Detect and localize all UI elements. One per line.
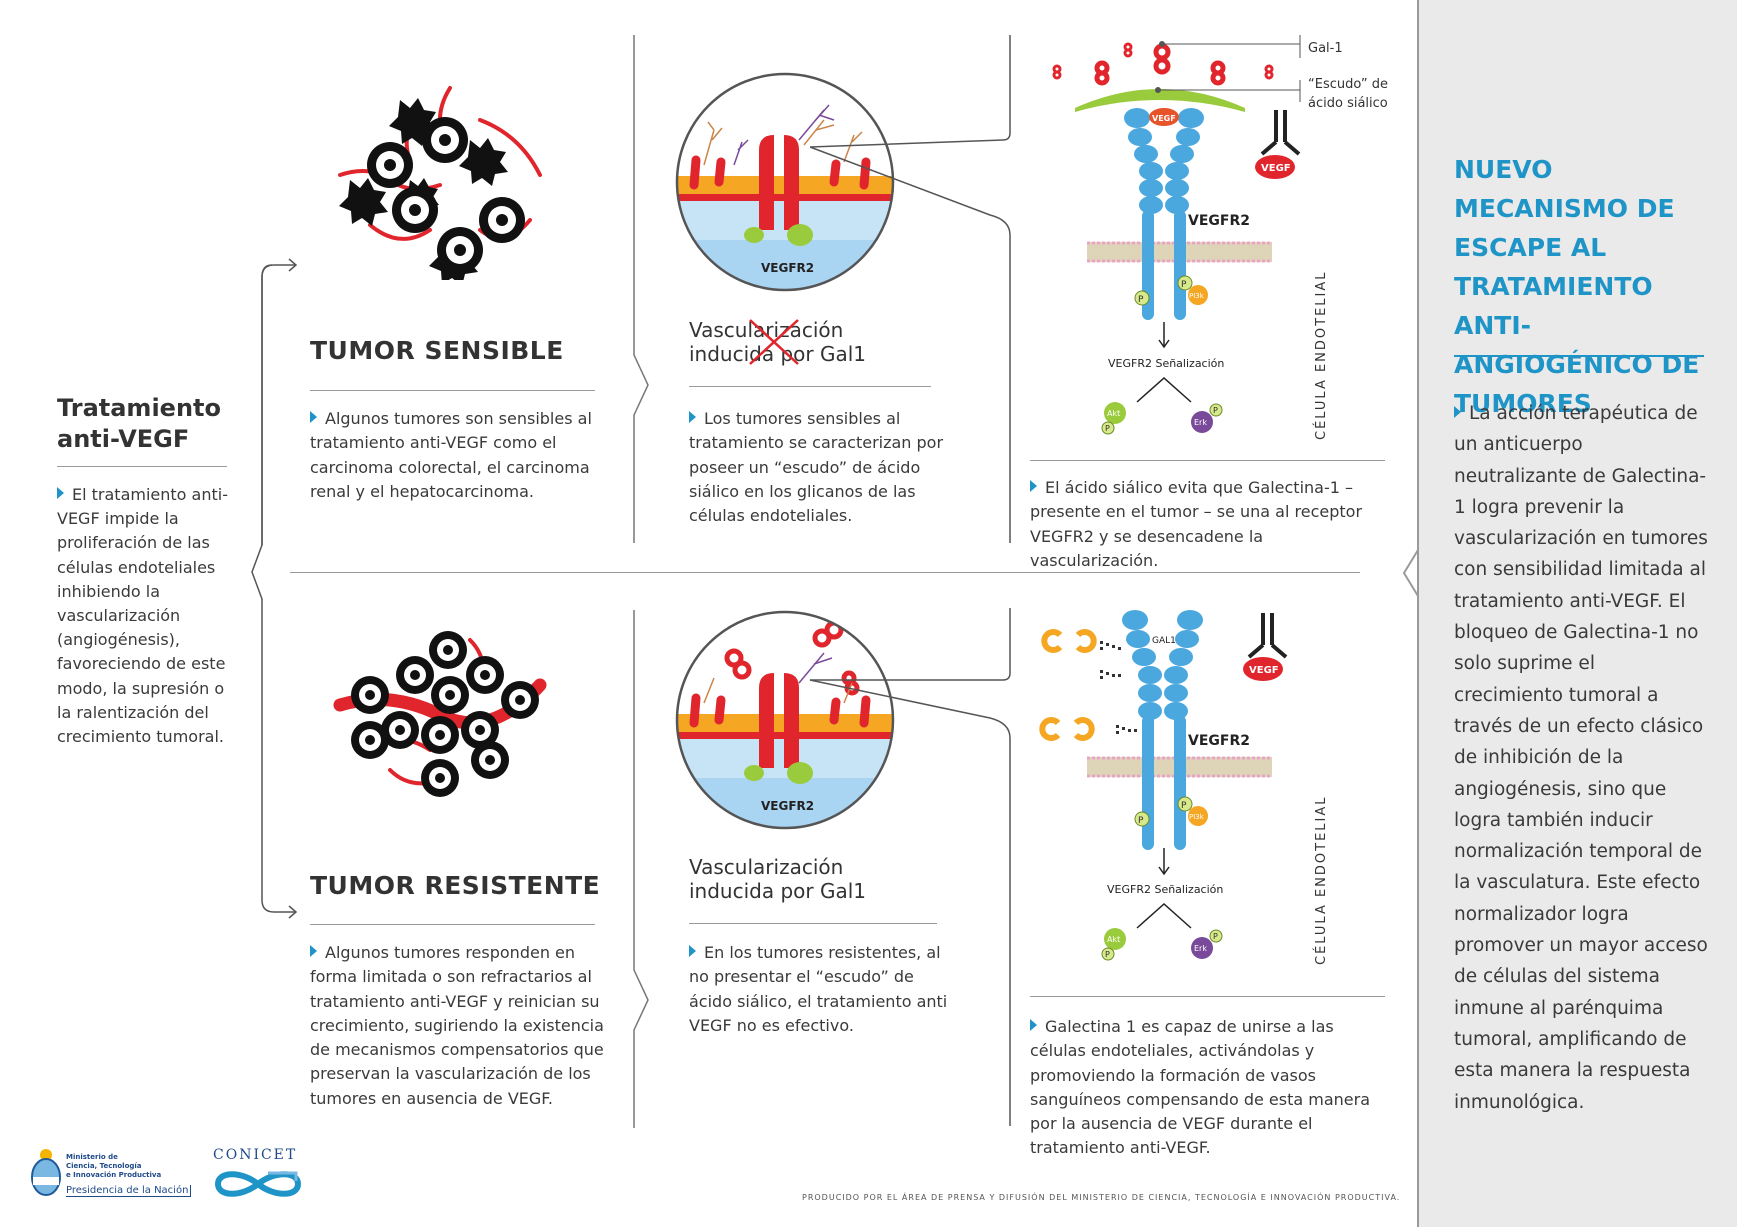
membrane-circle-top: VEGFR2 <box>675 72 895 292</box>
tumor-resistente-text: Algunos tumores responden en forma limit… <box>310 943 604 1108</box>
receptor-bottom-divider <box>1030 996 1385 997</box>
tumor-resistente-title: TUMOR RESISTENTE <box>310 871 601 900</box>
vegfr2-label-bottom: VEGFR2 <box>761 799 814 813</box>
svg-text:PI3k: PI3k <box>1189 813 1205 821</box>
bullet-arrow-icon <box>1454 406 1461 418</box>
vasc-bottom-title: Vascularización inducida por Gal1 <box>689 855 867 903</box>
vegfr2-label: VEGFR2 <box>761 261 814 275</box>
escudo-label-2: ácido siálico <box>1308 96 1388 111</box>
phospho-p-1: P <box>1138 295 1144 305</box>
sidebar-text: La acción terapéutica de un anticuerpo n… <box>1454 398 1709 1118</box>
svg-text:P: P <box>1105 950 1110 959</box>
vasc-bottom-text: En los tumores resistentes, al no presen… <box>689 943 948 1035</box>
bullet-arrow-icon <box>310 945 317 957</box>
argentina-shield-logo <box>31 1149 61 1196</box>
bullet-arrow-icon <box>689 411 696 423</box>
ministerio-logo-text: Ministerio de Ciencia, Tecnología e Inno… <box>66 1153 162 1179</box>
section-divider <box>290 572 1360 573</box>
signal-label: VEGFR2 Señalización <box>1108 357 1224 370</box>
sidebar-panel <box>1417 0 1737 1227</box>
vasc-top-divider <box>689 386 931 387</box>
antibody-bottom-icon <box>1247 613 1288 659</box>
svg-text:Erk: Erk <box>1194 944 1207 953</box>
vasc-top-title: Vascularización inducida por Gal1 <box>689 318 867 366</box>
sidebar-title: NUEVO MECANISMO DE ESCAPE AL TRATAMIENTO… <box>1454 155 1700 418</box>
tumor-sensible-text: Algunos tumores son sensibles al tratami… <box>310 409 592 501</box>
presidencia-label: Presidencia de la Nación <box>66 1185 192 1197</box>
sidebar-paragraph: La acción terapéutica de un anticuerpo n… <box>1454 403 1708 1113</box>
svg-text:P: P <box>1138 816 1144 826</box>
phospho-p-2: P <box>1181 280 1187 290</box>
cell-bottom-label: CÉLULA ENDOTELIAL <box>1313 795 1329 965</box>
receptor-diagram-top: Gal-1 “Escudo” de ácido siálico VEGF VEG… <box>1052 35 1388 440</box>
bullet-arrow-icon <box>57 487 64 499</box>
vegf-label: VEGF <box>1261 163 1291 174</box>
bullet-arrow-icon <box>689 945 696 957</box>
tumor-resistente-illustration <box>333 631 547 797</box>
receptor-top-text: El ácido siálico evita que Galectina-1 –… <box>1030 478 1363 570</box>
tumor-sensible-divider <box>310 390 595 391</box>
vegfr2-receptor-label: VEGFR2 <box>1188 213 1250 229</box>
antibody-icon <box>1260 110 1301 156</box>
akt-label: Akt <box>1107 409 1120 418</box>
conicet-logo-text: CONICET <box>213 1147 298 1163</box>
connector-lines-bottom <box>809 608 1011 1126</box>
left-text: El tratamiento anti-VEGF impide la proli… <box>57 485 228 747</box>
signal-bottom-label: VEGFR2 Señalización <box>1107 883 1223 896</box>
left-title: Tratamiento anti-VEGF <box>57 394 221 453</box>
gal1-label: Gal-1 <box>1308 41 1343 56</box>
receptor-top-divider <box>1030 460 1385 461</box>
svg-text:P: P <box>1181 801 1187 811</box>
tumor-sensible-title: TUMOR SENSIBLE <box>310 336 564 365</box>
sidebar-divider <box>1454 355 1704 357</box>
left-divider <box>57 466 227 467</box>
vegf-bound-label: VEGF <box>1152 114 1176 123</box>
column-separator-top-1 <box>633 35 649 543</box>
svg-text:P: P <box>1213 932 1218 941</box>
svg-text:P: P <box>1213 406 1218 415</box>
cell-label: CÉLULA ENDOTELIAL <box>1313 270 1329 440</box>
conicet-infinity-logo <box>214 1171 302 1197</box>
bullet-arrow-icon <box>1030 480 1037 492</box>
column-separator-bottom-1 <box>633 610 649 1128</box>
vegfr2-receptor-bottom-label: VEGFR2 <box>1188 733 1250 749</box>
footer-credit: PRODUCIDO POR EL ÁREA DE PRENSA Y DIFUSI… <box>802 1193 1401 1202</box>
tumor-resistente-divider <box>310 924 595 925</box>
vasc-bottom-divider <box>689 923 937 924</box>
connector-lines-top <box>809 35 1011 543</box>
svg-text:Akt: Akt <box>1107 935 1120 944</box>
receptor-bottom-text: Galectina 1 es capaz de unirse a las cél… <box>1030 1017 1371 1158</box>
sidebar-notch <box>1402 549 1419 597</box>
vasc-top-text: Los tumores sensibles al tratamiento se … <box>689 409 944 526</box>
bullet-arrow-icon <box>1030 1019 1037 1031</box>
receptor-diagram-bottom: GAL1 VEGFR2 P P PI3k VEGFR2 Señalización… <box>1039 610 1329 965</box>
membrane-circle-bottom: VEGFR2 <box>675 610 895 830</box>
gal1-bottom-label: GAL1 <box>1152 636 1176 646</box>
bracket-arrows <box>251 258 298 919</box>
svg-text:VEGF: VEGF <box>1249 665 1279 676</box>
bullet-arrow-icon <box>310 411 317 423</box>
erk-label: Erk <box>1194 418 1207 427</box>
escudo-label-1: “Escudo” de <box>1308 77 1388 92</box>
blocked-x-icon <box>749 319 799 365</box>
tumor-sensible-illustration <box>338 86 542 280</box>
pi3k-label: PI3k <box>1189 292 1205 300</box>
svg-text:P: P <box>1105 424 1110 433</box>
